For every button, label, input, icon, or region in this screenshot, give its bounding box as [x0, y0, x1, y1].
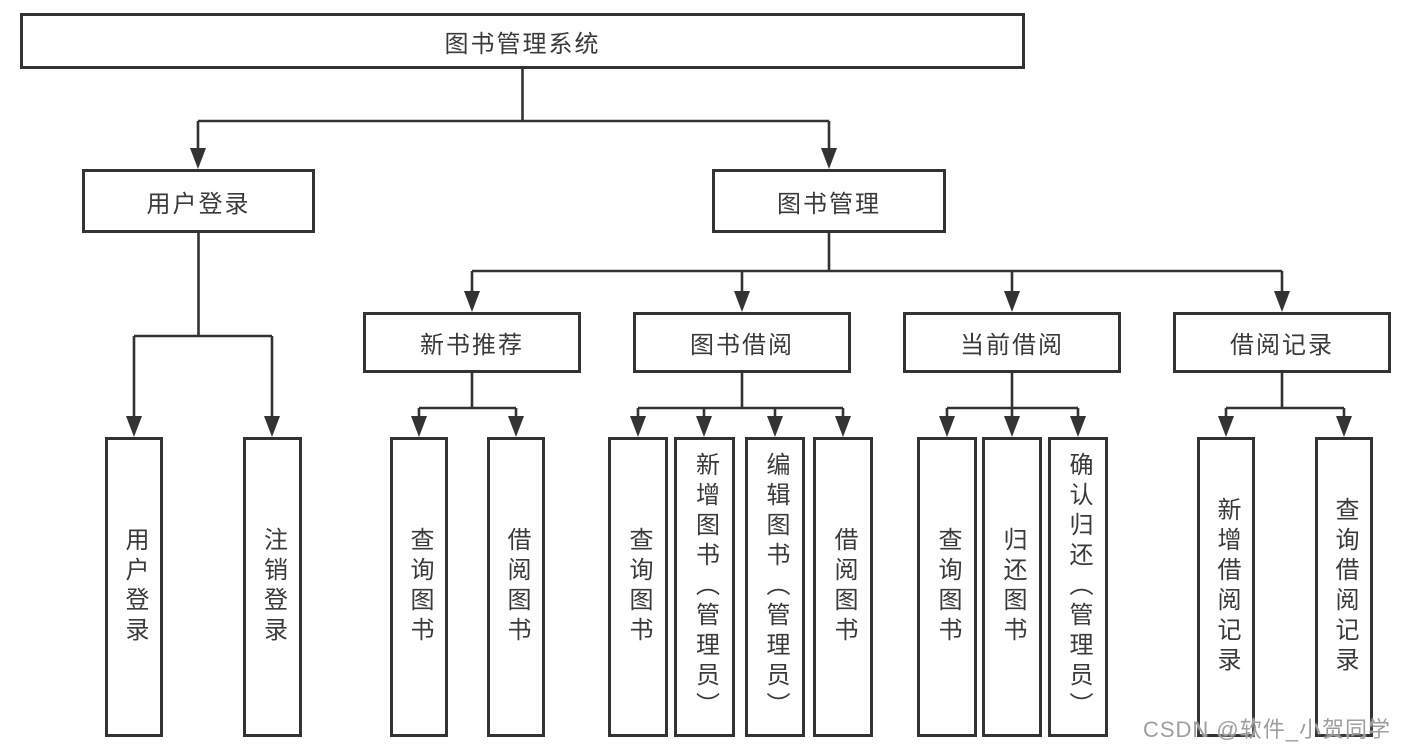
node-new-book-recommend: 新书推荐 — [363, 312, 581, 373]
node-book-borrow-label: 图书借阅 — [690, 332, 794, 359]
leaf-query-book-borrow: 查询图书 — [608, 437, 668, 737]
leaf-add-borrow-record-label: 新增借阅记录 — [1213, 497, 1240, 677]
node-library-system: 图书管理系统 — [20, 13, 1025, 69]
leaf-query-book-current: 查询图书 — [917, 437, 977, 737]
leaf-user-login: 用户登录 — [105, 437, 163, 737]
leaf-confirm-return-admin-label: 确认归还（管理员） — [1065, 452, 1092, 722]
leaf-user-login-label: 用户登录 — [121, 527, 148, 647]
node-library-system-label: 图书管理系统 — [444, 30, 601, 58]
leaf-query-book-recommend: 查询图书 — [390, 437, 448, 737]
leaf-edit-book-admin-label: 编辑图书（管理员） — [762, 452, 789, 722]
node-book-management-label: 图书管理 — [777, 190, 881, 218]
leaf-add-book-admin-label: 新增图书（管理员） — [691, 452, 719, 722]
leaf-return-book: 归还图书 — [982, 437, 1042, 737]
node-user-login: 用户登录 — [82, 169, 315, 233]
node-book-management: 图书管理 — [712, 169, 946, 233]
leaf-return-book-label: 归还图书 — [999, 527, 1026, 647]
watermark: CSDN @软件_小贺同学 — [1142, 717, 1391, 742]
node-book-borrow: 图书借阅 — [633, 312, 851, 373]
node-user-login-label: 用户登录 — [146, 190, 251, 218]
node-current-borrow: 当前借阅 — [903, 312, 1121, 373]
leaf-borrow-book: 借阅图书 — [813, 437, 873, 737]
leaf-borrow-book-label: 借阅图书 — [830, 527, 857, 647]
leaf-borrow-book-recommend-label: 借阅图书 — [503, 527, 530, 647]
leaf-add-borrow-record: 新增借阅记录 — [1197, 437, 1255, 737]
leaf-confirm-return-admin: 确认归还（管理员） — [1048, 437, 1108, 737]
leaf-query-book-borrow-label: 查询图书 — [625, 527, 652, 647]
node-borrow-records-label: 借阅记录 — [1230, 332, 1334, 359]
node-new-book-recommend-label: 新书推荐 — [420, 332, 524, 359]
leaf-query-book-recommend-label: 查询图书 — [406, 527, 433, 647]
node-current-borrow-label: 当前借阅 — [960, 332, 1064, 359]
leaf-logout-login: 注销登录 — [243, 437, 302, 737]
node-borrow-records: 借阅记录 — [1173, 312, 1391, 373]
leaf-add-book-admin: 新增图书（管理员） — [674, 437, 735, 737]
leaf-query-book-current-label: 查询图书 — [934, 527, 961, 647]
leaf-query-borrow-record: 查询借阅记录 — [1315, 437, 1373, 737]
leaf-edit-book-admin: 编辑图书（管理员） — [745, 437, 805, 737]
leaf-query-borrow-record-label: 查询借阅记录 — [1331, 497, 1358, 677]
leaf-logout-login-label: 注销登录 — [259, 527, 287, 647]
leaf-borrow-book-recommend: 借阅图书 — [487, 437, 545, 737]
